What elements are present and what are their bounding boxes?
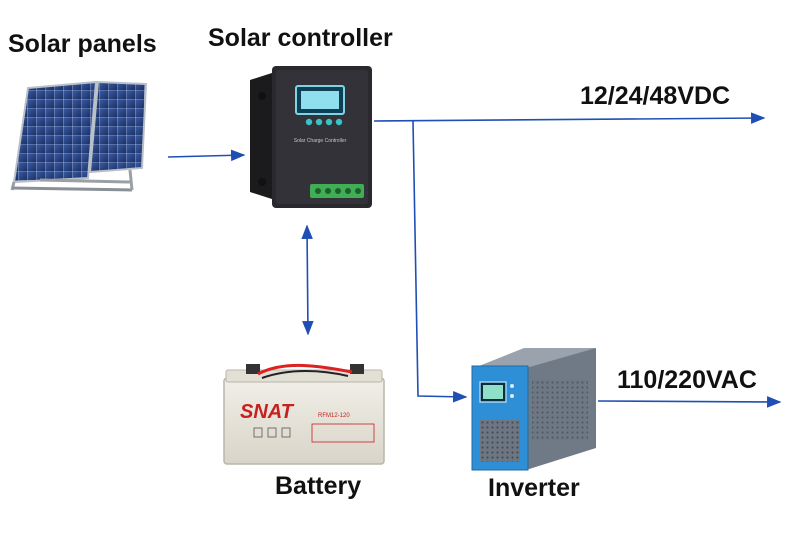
- battery-brand: SNAT: [240, 401, 295, 423]
- ac-output-arrow: [597, 396, 782, 408]
- battery-image: SNAT RFM12-120: [223, 364, 385, 465]
- controller-to-inverter-arrow: [412, 120, 468, 403]
- solar-controller-image: Solar Charge Controller: [250, 66, 372, 208]
- solar-controller-label: Solar controller: [208, 24, 393, 52]
- battery-model: RFM12-120: [318, 413, 350, 419]
- dc-output-label: 12/24/48VDC: [580, 82, 731, 110]
- solar-panels-label: Solar panels: [8, 30, 157, 58]
- dc-output-arrow: [373, 112, 766, 124]
- panels-to-controller-arrow: [167, 149, 246, 162]
- inverter-image: [471, 348, 596, 471]
- solar-panels-image: [10, 80, 148, 192]
- controller-battery-arrow: [301, 224, 314, 336]
- inverter-label: Inverter: [488, 474, 580, 502]
- controller-caption: Solar Charge Controller: [294, 138, 347, 144]
- ac-output-label: 110/220VAC: [617, 366, 757, 394]
- battery-label: Battery: [275, 472, 362, 500]
